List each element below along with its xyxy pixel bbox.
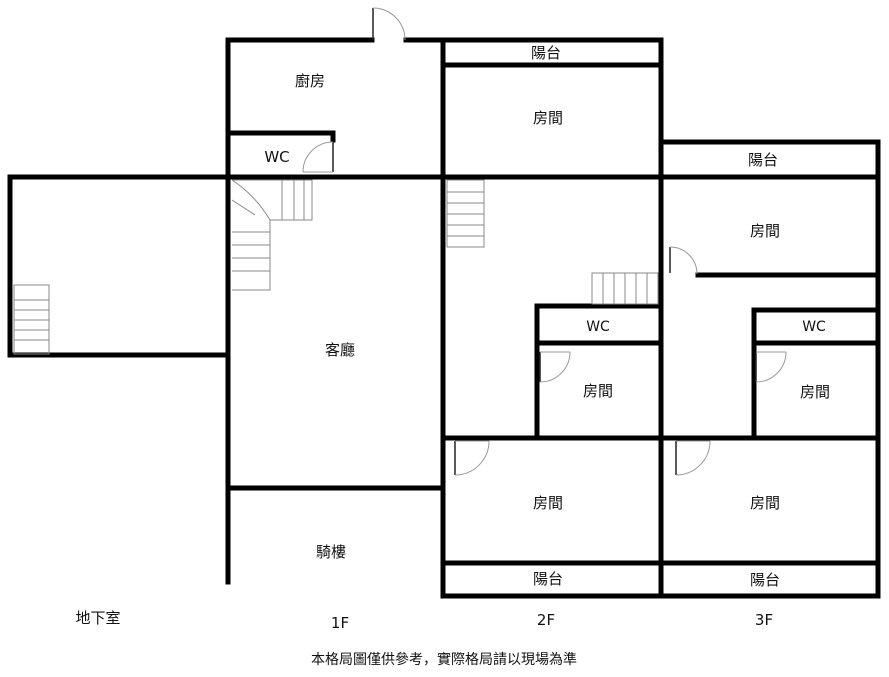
3f-mid-room-door-icon	[755, 351, 787, 383]
balcony-3f-bottom-label: 陽台	[750, 571, 780, 589]
2f-bottom-room-door-icon	[454, 440, 490, 476]
basement-plan	[7, 174, 229, 358]
room-3f-mid-label: 房間	[800, 383, 830, 401]
room-3f-top-label: 房間	[750, 222, 780, 240]
living-room-label: 客廳	[325, 341, 355, 359]
balcony-3f-top-label: 陽台	[748, 151, 778, 169]
arcade-label: 騎樓	[316, 543, 346, 561]
3f-bottom-room-door-icon	[675, 440, 711, 476]
wc-1f-label: WC	[264, 148, 289, 166]
wc-3f-label: WC	[802, 319, 826, 335]
kitchen-label: 廚房	[295, 72, 325, 90]
second-floor-plan	[440, 37, 664, 599]
room-2f-top-label: 房間	[533, 109, 563, 127]
living-room-stairs	[231, 179, 313, 291]
basement-floor-label: 地下室	[75, 609, 120, 627]
wc-1f-door-icon	[302, 141, 334, 173]
room-2f-mid-label: 房間	[583, 382, 613, 400]
2f-stairs-upper	[446, 179, 485, 248]
2f-stairs-lower	[591, 272, 659, 305]
3f-floor-label: 3F	[755, 611, 773, 629]
3f-top-room-door-icon	[669, 246, 698, 275]
1f-floor-label: 1F	[331, 614, 349, 632]
first-floor-plan	[225, 7, 446, 585]
balcony-2f-top-label: 陽台	[531, 44, 561, 62]
basement-stairs	[13, 284, 50, 355]
kitchen-door-icon	[372, 7, 406, 41]
wc-2f-label: WC	[586, 319, 610, 335]
third-floor-plan	[658, 139, 881, 599]
room-3f-bottom-label: 房間	[750, 494, 780, 512]
disclaimer-note: 本格局圖僅供參考，實際格局請以現場為準	[311, 651, 577, 668]
balcony-2f-bottom-label: 陽台	[533, 570, 563, 588]
2f-floor-label: 2F	[537, 611, 555, 629]
room-2f-bottom-label: 房間	[533, 494, 563, 512]
2f-mid-room-door-icon	[539, 351, 571, 383]
